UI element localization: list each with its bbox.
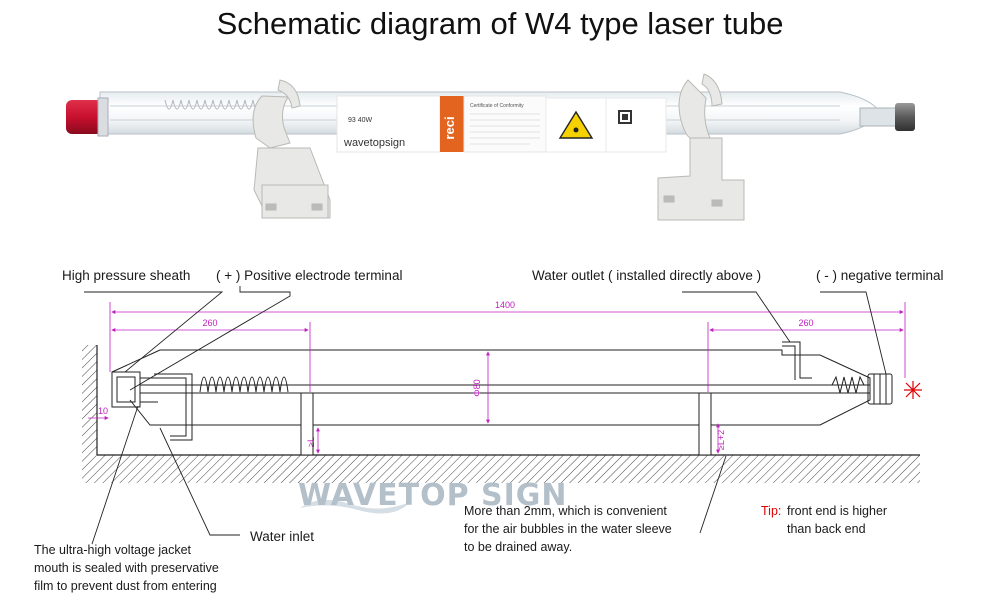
label-water-outlet: Water outlet ( installed directly above … [532,268,761,283]
jacket-note-line-2: mouth is sealed with preservative [34,561,219,575]
ground-base [82,345,920,483]
leader-lines [84,286,887,545]
laser-output-icon [904,381,922,399]
dimension-lines [88,302,906,454]
jacket-note-line-1: The ultra-high voltage jacket [34,543,192,557]
reci-logo-band [440,96,464,152]
dim-right-support: 260 [798,318,813,328]
label-negative-terminal: ( - ) negative terminal [816,268,944,283]
label-water-inlet: Water inlet [250,529,314,544]
sticker-brand: wavetopsign [343,137,405,149]
metal-end-cap [895,103,915,131]
watermark: WAVETOP SIGN [298,478,568,514]
dim-left-support: 260 [202,318,217,328]
laser-tube-photo: 93 40W wavetopsign reci Certificate of C… [66,73,915,221]
left-mount [252,79,331,219]
tip-note-line-1: front end is higher [787,504,887,518]
dim-right-height: ≥L+2 [716,430,726,450]
page-title: Schematic diagram of W4 type laser tube [216,6,784,41]
jacket-note-line-3: film to prevent dust from entering [34,579,217,593]
sticker-cert: Certificate of Conformity [470,103,524,109]
laser-warning-icon [558,110,594,139]
watermark-text: WAVETOP SIGN [298,478,568,513]
tip-label: Tip: [761,504,781,518]
tube-schematic [111,341,893,456]
dim-left-offset: 10 [98,406,108,416]
bubble-note-line-1: More than 2mm, which is convenient [464,504,667,518]
dim-left-height: ≥L [306,437,316,447]
photo-spiral [164,99,270,110]
label-positive-terminal: ( + ) Positive electrode terminal [216,268,402,283]
right-mount [657,73,745,221]
label-high-pressure-sheath: High pressure sheath [62,268,190,283]
bubble-note-line-2: for the air bubbles in the water sleeve [464,522,672,536]
dim-diameter: Φ80 [472,379,482,396]
bubble-note-line-3: to be drained away. [464,540,572,554]
tip-note-line-2: than back end [787,522,866,536]
red-cap [66,100,102,134]
sticker-model: 93 40W [348,117,373,124]
dim-total-length: 1400 [495,300,515,310]
reci-logo: reci [442,116,457,139]
